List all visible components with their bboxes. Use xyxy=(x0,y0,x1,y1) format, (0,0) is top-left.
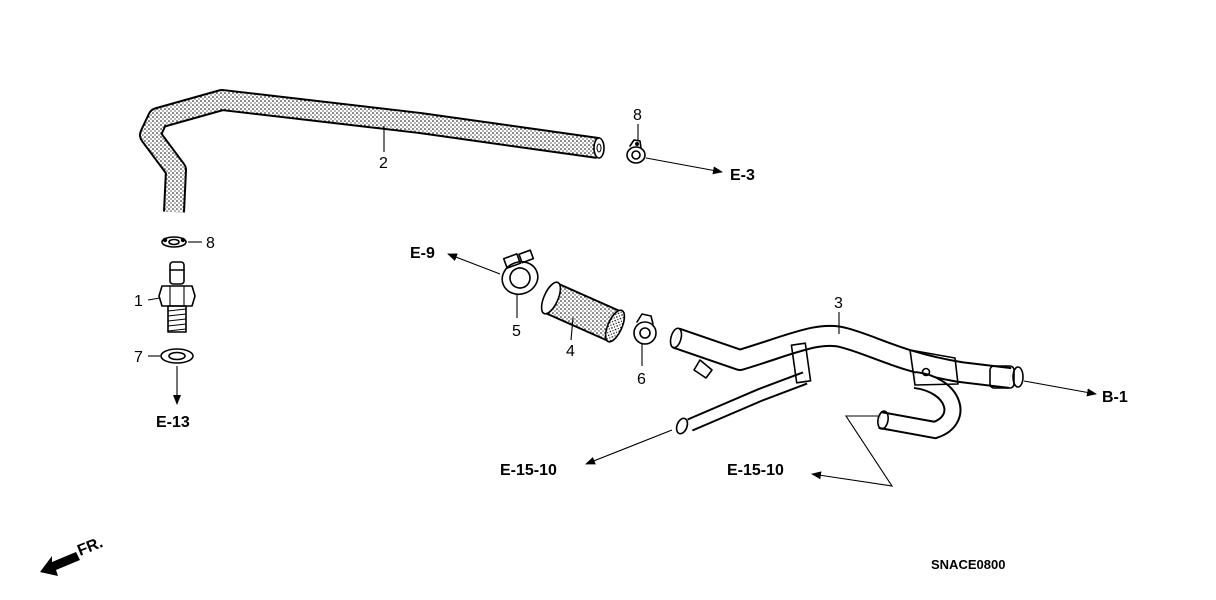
arrow-to-e9 xyxy=(447,253,501,275)
arrow-to-b1 xyxy=(1023,380,1097,397)
ref-label-e9: E-9 xyxy=(410,245,435,262)
valve-part-1 xyxy=(158,261,196,333)
ref-label-e3: E-3 xyxy=(730,167,755,184)
part-label-3: 3 xyxy=(834,295,843,312)
part-label-1: 1 xyxy=(134,293,143,310)
ref-label-e13: E-13 xyxy=(156,414,190,431)
part-label-8-top: 8 xyxy=(633,107,642,124)
leader-part-1 xyxy=(147,297,161,301)
front-label: FR. xyxy=(75,534,105,559)
ref-label-b1: B-1 xyxy=(1102,389,1128,406)
arrow-to-e3 xyxy=(645,157,723,175)
hose-part-4 xyxy=(540,281,626,343)
front-arrow-icon xyxy=(40,552,80,576)
pipe-part-3 xyxy=(669,324,1024,440)
clamp-part-5 xyxy=(501,249,539,296)
part-label-7: 7 xyxy=(134,349,143,366)
arrow-to-e1510-right xyxy=(811,415,894,487)
part-label-6: 6 xyxy=(637,371,646,388)
part-label-8-left: 8 xyxy=(206,235,215,252)
clip-part-8-top xyxy=(626,139,646,164)
washer-part-7 xyxy=(160,348,194,364)
ref-label-e1510-right: E-15-10 xyxy=(727,462,784,479)
diagram-code: SNACE0800 xyxy=(931,557,1005,572)
arrow-to-e1510-left xyxy=(585,429,673,465)
ref-label-e1510-left: E-15-10 xyxy=(500,462,557,479)
clip-part-8-left xyxy=(161,236,187,248)
part-label-4: 4 xyxy=(566,343,575,360)
hose-part-2 xyxy=(139,89,605,213)
part-label-2: 2 xyxy=(379,155,388,172)
clamp-part-6 xyxy=(633,313,657,345)
leader-part-4 xyxy=(570,317,574,341)
part-label-5: 5 xyxy=(512,323,521,340)
